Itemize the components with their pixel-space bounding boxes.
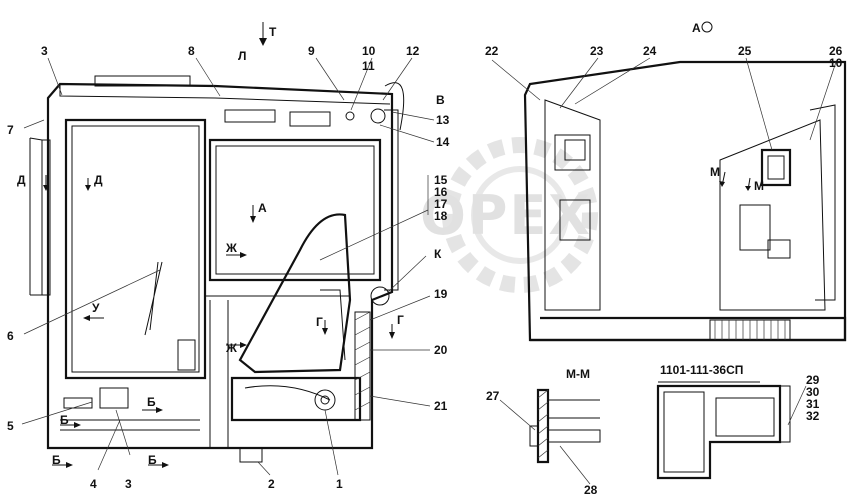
- callout-21: 21: [434, 399, 448, 413]
- part-detail: [656, 381, 791, 480]
- callout-15: 15: [434, 173, 448, 187]
- callout-11: 11: [362, 59, 375, 73]
- callout-19: 19: [434, 287, 448, 301]
- callout-20: 20: [434, 343, 448, 357]
- callout-4: 4: [90, 477, 97, 491]
- view-label-l: Л: [238, 49, 246, 63]
- callout-22: 22: [485, 44, 499, 58]
- callout-12: 12: [406, 44, 420, 58]
- callout-24: 24: [643, 44, 657, 58]
- view-label-m2: М: [754, 179, 764, 193]
- view-label-v: В: [436, 93, 445, 107]
- section-m-m: [529, 388, 601, 464]
- view-label-b2: Б: [60, 413, 69, 427]
- view-label-b4: Б: [148, 453, 157, 467]
- view-letters: Т Л В К У Д Д А Ж Ж Г Г Б Б Б Б М М А М-…: [17, 21, 764, 467]
- view-label-g1: Г: [316, 315, 323, 329]
- callout-9: 9: [308, 44, 315, 58]
- callout-7: 7: [7, 123, 14, 137]
- callout-14: 14: [436, 135, 450, 149]
- watermark-text: OPEX: [420, 184, 592, 247]
- callout-6: 6: [7, 329, 14, 343]
- callout-1: 1: [336, 477, 343, 491]
- callout-26: 26: [829, 44, 843, 58]
- callout-5: 5: [7, 419, 14, 433]
- callout-27: 27: [486, 389, 500, 403]
- view-label-d1: Д: [17, 173, 26, 187]
- callout-17: 17: [434, 197, 448, 211]
- view-label-g2: Г: [397, 313, 404, 327]
- callout-13: 13: [436, 113, 450, 127]
- cab-side-view: [523, 60, 847, 342]
- callout-25: 25: [738, 44, 752, 58]
- view-label-d2: Д: [94, 173, 103, 187]
- section-title-mm: М-М: [566, 367, 590, 381]
- view-arrows: [43, 21, 751, 468]
- callout-3-top: 3: [41, 44, 48, 58]
- callout-18: 18: [434, 209, 448, 223]
- callout-2: 2: [268, 477, 275, 491]
- callout-10: 10: [362, 44, 376, 58]
- view-label-u: У: [92, 301, 100, 315]
- view-label-t: Т: [269, 25, 277, 39]
- view-title-a: А: [692, 21, 701, 35]
- callout-30: 30: [806, 385, 820, 399]
- callout-8: 8: [188, 44, 195, 58]
- cab-main-view: [29, 75, 405, 463]
- view-label-m1: М: [710, 165, 720, 179]
- callout-labels: 3 8 9 10 11 12 7 6 5 4 3 2 1 13 14 15 16…: [7, 44, 843, 497]
- callout-16: 16: [434, 185, 448, 199]
- view-label-b1: Б: [147, 395, 156, 409]
- view-label-a: А: [258, 201, 267, 215]
- view-label-k: К: [434, 247, 442, 261]
- callout-23: 23: [590, 44, 604, 58]
- callout-10-side: 10: [829, 56, 843, 70]
- leader-lines: [21, 57, 837, 485]
- callout-29: 29: [806, 373, 820, 387]
- view-label-b3: Б: [52, 453, 61, 467]
- view-label-zh2: Ж: [225, 341, 237, 355]
- view-label-zh1: Ж: [225, 241, 237, 255]
- callout-32: 32: [806, 409, 820, 423]
- callout-31: 31: [806, 397, 820, 411]
- callout-28: 28: [584, 483, 598, 497]
- part-number-title: 1101-111-36СП: [660, 363, 743, 377]
- callout-3-bottom: 3: [125, 477, 132, 491]
